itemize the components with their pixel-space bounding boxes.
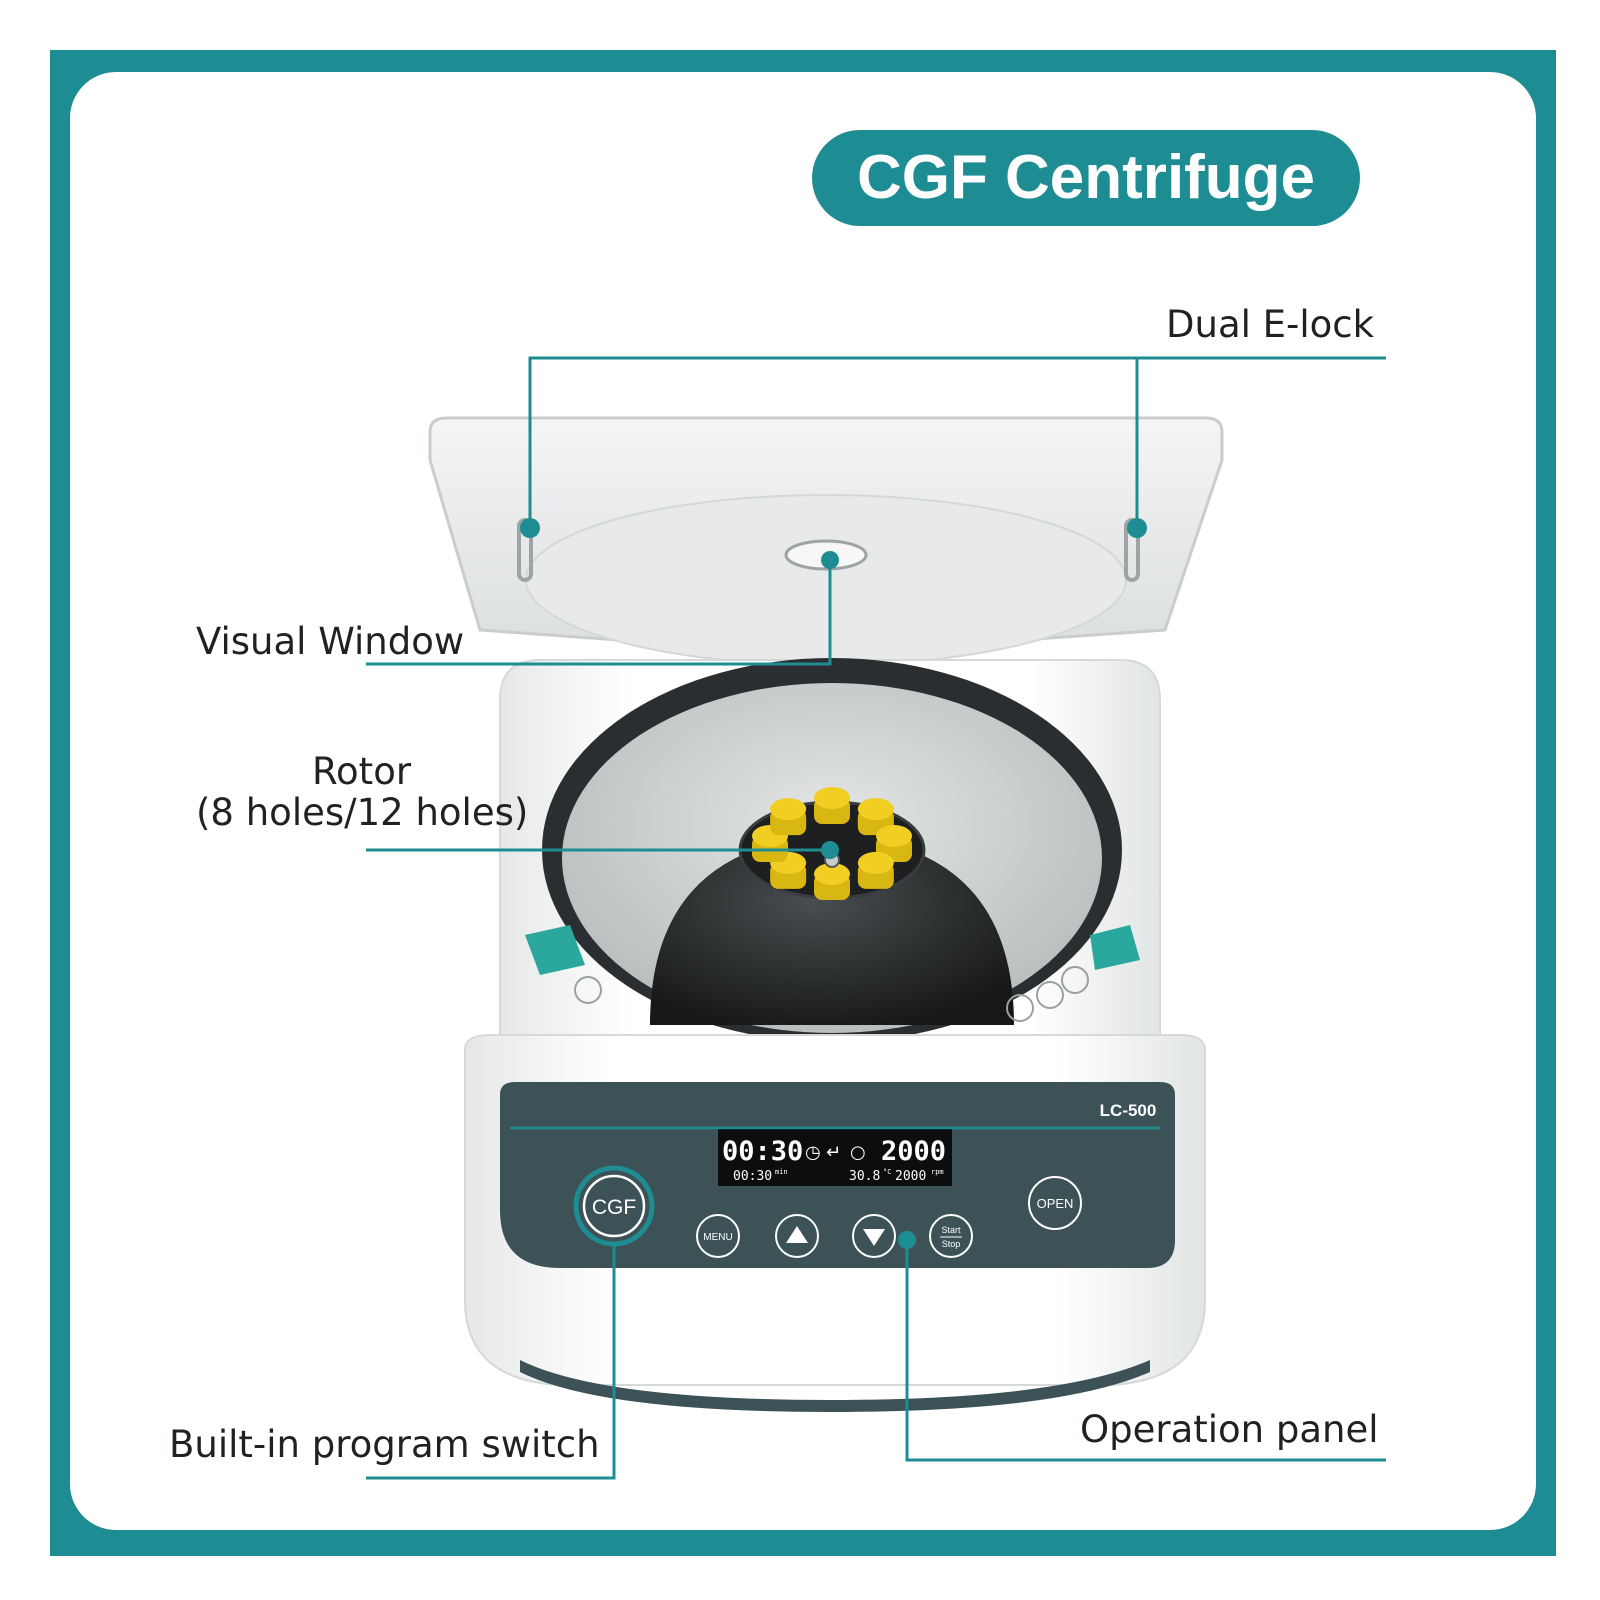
start-stop-button[interactable]: Start Stop [929,1214,973,1258]
rotor-diagram-icon-right [1061,966,1089,994]
menu-button[interactable]: MENU [696,1214,740,1258]
sticker-left [525,925,585,975]
down-button[interactable] [852,1214,896,1258]
triangle-down-icon [863,1229,885,1246]
lid [428,416,1224,666]
lcd-speed-unit: rpm [931,1168,944,1176]
rotor-dome [650,835,1014,1025]
leader-lines [366,356,1386,1480]
stop-label: Stop [942,1239,961,1249]
lcd-speed-set: 2000 [895,1169,926,1184]
title-badge: CGF Centrifuge [812,130,1360,226]
menu-button-label: MENU [703,1232,732,1243]
leader-dual-elock [528,356,1386,528]
rotor-cap-top [770,798,807,821]
rotor-diagram-icon-left [574,976,602,1004]
arrow-icon: ↵ [826,1142,841,1163]
callout-program-switch: Built-in program switch [169,1423,600,1466]
sticker-right [1090,925,1140,970]
callout-operation-panel: Operation panel [1080,1408,1379,1451]
lcd-speed-main: 2000 [881,1136,946,1167]
lcd-time-main: 00:30 [722,1136,803,1167]
leader-visual-window [366,560,832,666]
lcd-display [718,1128,952,1186]
callout-visual-window: Visual Window [196,620,465,663]
up-button[interactable] [775,1214,819,1258]
lcd-time-set: 00:30 [733,1169,772,1184]
lcd-temp: 30.8 [849,1169,880,1184]
leader-program-switch [366,1244,616,1480]
clock-icon: ◷ [805,1142,821,1163]
rotor-cap-top [814,863,850,885]
rotor-cap-top [857,851,894,874]
rotor-cap-top [857,798,894,821]
rotor-cap-top [876,825,912,847]
cgf-button-label: CGF [592,1196,636,1219]
lcd-time-unit: min [775,1168,788,1176]
rotor-icon: ○ [850,1142,866,1163]
model-label: LC-500 [1100,1101,1157,1120]
start-label: Start [941,1225,961,1235]
triangle-up-icon [786,1226,808,1243]
open-button-label: OPEN [1037,1196,1074,1211]
cgf-button[interactable]: CGF [573,1165,655,1247]
open-button[interactable]: OPEN [1028,1176,1082,1230]
lower-body: LC-500 00:30 2000 ◷ ↵ ○ 00:30 min 30.8 °… [464,1034,1206,1412]
rotor-caps [752,787,912,900]
rotor-cap-top [814,787,850,809]
callout-dual-elock: Dual E-lock [1166,303,1375,346]
lcd-temp-unit: °C [883,1168,891,1176]
leader-operation-panel [905,1240,1386,1462]
callout-rotor-line2: (8 holes/12 holes) [196,791,529,834]
callout-rotor-line1: Rotor [312,750,412,793]
